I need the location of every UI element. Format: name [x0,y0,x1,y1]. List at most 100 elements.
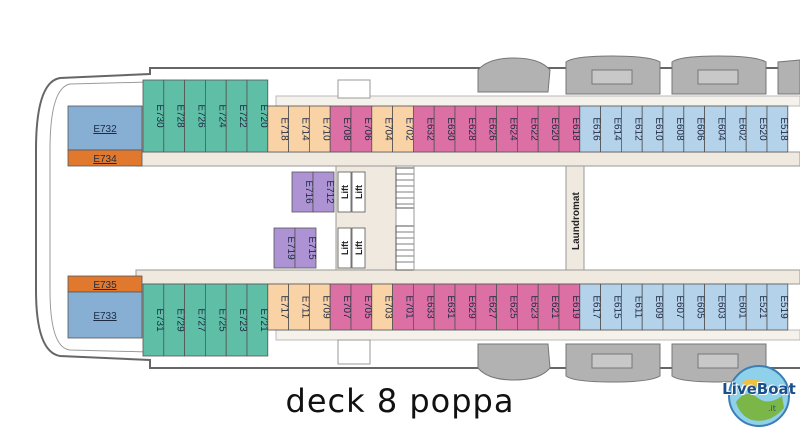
cabin-E708[interactable]: E708 [329,105,352,153]
cabin-E726[interactable]: E726 [184,79,207,153]
watermark-text: LiveBoat [722,380,796,398]
cabin-E716[interactable]: E716 [291,171,314,213]
cabin-E706[interactable]: E706 [350,105,373,153]
cabin-E619[interactable]: E619 [558,283,581,331]
cabin-E603[interactable]: E603 [704,283,727,331]
cabin-E715[interactable]: E715 [294,227,317,269]
cabin-E709[interactable]: E709 [308,283,331,331]
cabin-E627[interactable]: E627 [475,283,498,331]
cabin-E628[interactable]: E628 [454,105,477,153]
cabin-E609[interactable]: E609 [641,283,664,331]
cabin-E632[interactable]: E632 [412,105,435,153]
cabin-label: E716 [303,180,314,204]
cabin-E624[interactable]: E624 [496,105,519,153]
cabin-E714[interactable]: E714 [288,105,311,153]
cabin-E607[interactable]: E607 [662,283,685,331]
cabin-E723[interactable]: E723 [225,283,248,357]
cabin-E730[interactable]: E730 [142,79,165,153]
cabin-E731[interactable]: E731 [142,283,165,357]
cabin-label: E632 [424,117,435,141]
cabin-E614[interactable]: E614 [600,105,623,153]
cabin-E727[interactable]: E727 [184,283,207,357]
cabin-E732[interactable]: E732 [67,105,143,151]
cabin-E702[interactable]: E702 [392,105,415,153]
watermark-domain: .it [768,404,776,413]
cabin-E606[interactable]: E606 [683,105,706,153]
cabin-E520[interactable]: E520 [745,105,768,153]
cabin-label: E724 [216,104,227,128]
cabin-label: E628 [466,117,477,141]
atrium-bottom-entry [337,339,371,365]
cabin-E612[interactable]: E612 [621,105,643,153]
cabin-E729[interactable]: E729 [163,283,186,357]
cabin-E601[interactable]: E601 [725,283,747,331]
cabin-E625[interactable]: E625 [496,283,519,331]
cabin-E712[interactable]: E712 [312,171,335,213]
cabin-E710[interactable]: E710 [308,105,331,153]
cabin-E617[interactable]: E617 [579,283,602,331]
cabin-label: E734 [93,154,117,165]
cabin-E717[interactable]: E717 [267,283,290,331]
cabin-label: E605 [695,295,706,319]
cabin-label: E732 [93,124,117,135]
cabin-E519[interactable]: E519 [766,283,789,331]
cabin-E605[interactable]: E605 [683,283,706,331]
cabin-E719[interactable]: E719 [273,227,296,269]
cabin-E633[interactable]: E633 [412,283,435,331]
cabin-label: E520 [757,117,768,141]
cabin-label: E703 [383,295,394,319]
cabin-label: E615 [612,295,623,319]
cabin-E725[interactable]: E725 [204,283,227,357]
cabin-E620[interactable]: E620 [537,105,560,153]
cabin-E707[interactable]: E707 [329,283,352,331]
cabin-E701[interactable]: E701 [392,283,415,331]
cabin-E623[interactable]: E623 [517,283,539,331]
cabin-E621[interactable]: E621 [537,283,560,331]
cabin-E604[interactable]: E604 [704,105,727,153]
cabin-E615[interactable]: E615 [600,283,623,331]
cabin-label: E710 [320,117,331,141]
cabin-E722[interactable]: E722 [225,79,248,153]
cabin-E734[interactable]: E734 [67,149,143,167]
cabin-label: E711 [300,296,311,319]
cabin-E630[interactable]: E630 [433,105,456,153]
lifeboat [477,57,551,93]
cabin-E631[interactable]: E631 [433,283,456,331]
cabin-E608[interactable]: E608 [662,105,685,153]
globe-icon [728,365,790,427]
cabin-E721[interactable]: E721 [246,283,269,357]
cabin-E518[interactable]: E518 [766,105,789,153]
cabin-E735[interactable]: E735 [67,275,143,293]
cabin-label: E606 [695,117,706,141]
cabin-E616[interactable]: E616 [579,105,602,153]
cabin-label: E626 [487,117,498,141]
cabin-E720[interactable]: E720 [246,79,269,153]
cabin-E602[interactable]: E602 [725,105,747,153]
cabin-E618[interactable]: E618 [558,105,581,153]
cabin-label: E629 [466,295,477,319]
cabin-label: E620 [549,117,560,141]
cabin-E521[interactable]: E521 [745,283,768,331]
cabin-label: E609 [653,295,664,319]
cabin-E626[interactable]: E626 [475,105,498,153]
cabin-E622[interactable]: E622 [517,105,539,153]
cabin-E711[interactable]: E711 [288,283,311,331]
cabin-E718[interactable]: E718 [267,105,290,153]
cabin-E705[interactable]: E705 [350,283,373,331]
cabin-E733[interactable]: E733 [67,291,143,339]
cabin-E703[interactable]: E703 [371,283,394,331]
cabin-E610[interactable]: E610 [641,105,664,153]
cabin-label: E623 [528,295,539,319]
cabin-E629[interactable]: E629 [454,283,477,331]
cabin-label: E702 [404,117,415,141]
cabin-E611[interactable]: E611 [621,283,643,331]
cabin-label: E707 [341,295,352,319]
cabin-label: E727 [196,308,207,332]
cabin-E704[interactable]: E704 [371,105,394,153]
cabin-E724[interactable]: E724 [204,79,227,153]
cabin-E728[interactable]: E728 [163,79,186,153]
